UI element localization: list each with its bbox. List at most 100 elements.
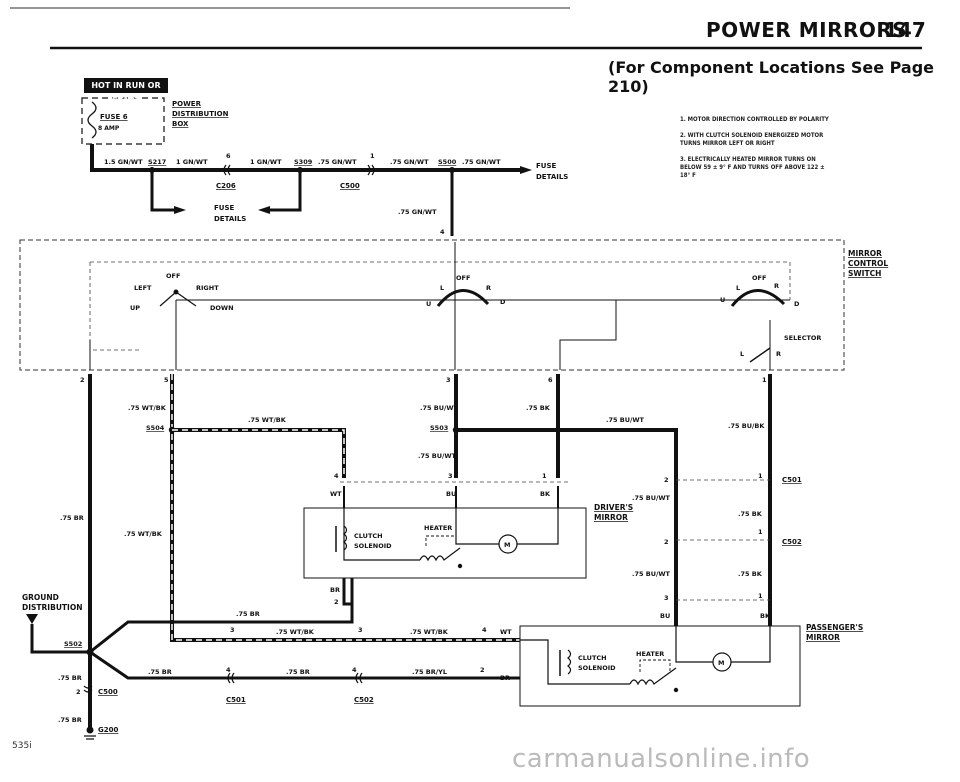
fuse-box: [81, 97, 165, 145]
switch-right-u: U: [720, 296, 725, 304]
fuse-label: FUSE 6: [100, 113, 128, 121]
wire-75gnwt-c: .75 GN/WT: [462, 158, 501, 166]
switch-left-right: RIGHT: [196, 284, 219, 292]
c501-label-right: C501: [782, 476, 802, 484]
power-feed: [90, 144, 520, 172]
splice-s504: S504: [146, 424, 165, 432]
mirror-control-label-2: CONTROL: [848, 259, 888, 268]
driver-pin-4: 4: [334, 472, 339, 480]
switch-mid-r: R: [486, 284, 491, 292]
wire-1gnwt-b: 1 GN/WT: [250, 158, 282, 166]
switch-right-l: L: [736, 284, 740, 292]
lower-wire-wt: WT: [500, 628, 512, 636]
c500-label-bottom: C500: [98, 688, 118, 696]
passenger-mirror-box: [519, 625, 801, 707]
switch-right-d: D: [794, 300, 800, 308]
pass-wire-bu: BU: [660, 612, 670, 620]
connector-c500-bottom: [83, 685, 93, 693]
watermark: carmanualsonline.info: [512, 744, 811, 774]
fuse-details-1: FUSE: [214, 204, 235, 212]
lower-pin-4c: 4: [352, 666, 357, 674]
wire-75br-c: .75 BR: [148, 668, 172, 676]
lower-pin-3a: 3: [230, 626, 235, 634]
fuse-details-r2: DETAILS: [536, 173, 568, 181]
fuse-details-arrow-left-b: [258, 206, 270, 214]
wire-wtbk-to-driver: [172, 428, 346, 478]
wire-75gnwt-a: .75 GN/WT: [318, 158, 357, 166]
switch-left-off: OFF: [166, 272, 180, 280]
ground-g200-dot: [86, 726, 94, 734]
switch-mid-u: U: [426, 300, 431, 308]
switch-mid-d: D: [500, 298, 506, 306]
power-dist-label-3: BOX: [172, 120, 189, 128]
wire-wtbk-to-driver-inner: [172, 429, 345, 478]
wire-75wtbk-a: .75 WT/BK: [128, 404, 167, 412]
wire-75wtbk-c: .75 WT/BK: [124, 530, 163, 538]
pin-6-c206: 6: [226, 152, 231, 160]
driver-clutch-label-1: CLUTCH: [354, 532, 383, 540]
splice-s217: S217: [148, 158, 166, 166]
connector-c206-label: C206: [216, 182, 236, 190]
driver-br-pin: 2: [334, 598, 339, 606]
fuse-amp-label: 8 AMP: [98, 125, 120, 132]
switch-pin-6: 6: [548, 376, 553, 384]
pass-pin-2a: 2: [664, 476, 669, 484]
driver-wire-wt: WT: [330, 490, 342, 498]
wire-1gnwt-a: 1 GN/WT: [176, 158, 208, 166]
switch-drops: [89, 300, 771, 370]
fuse-symbol: [87, 101, 97, 139]
switch-pin-2: 2: [80, 376, 85, 384]
power-dist-label-1: POWER: [172, 100, 202, 108]
wire-75buwt-e: .75 BU/WT: [632, 570, 671, 578]
pass-heater-label: HEATER: [636, 650, 664, 658]
switch-mid-arm: [436, 289, 490, 307]
pass-mirror-wiring: [520, 626, 771, 686]
selector-label: SELECTOR: [784, 334, 821, 342]
driver-mirror-box: [303, 507, 587, 579]
switch-right-off: OFF: [752, 274, 766, 282]
ground-symbol: [84, 735, 96, 740]
driver-clutch-coil: [343, 525, 348, 551]
mirror-control-switch-box: [19, 239, 845, 371]
c501-label-bottom: C501: [226, 696, 246, 704]
pass-clutch-coil: [567, 649, 572, 675]
wire-75buwt-a: .75 BU/WT: [420, 404, 459, 412]
wire-75br-f: .75 BR: [58, 716, 82, 724]
pass-clutch-label-1: CLUTCH: [578, 654, 607, 662]
pass-wire-bk: BK: [760, 612, 771, 620]
page-subtitle: (For Component Locations See Page 210): [608, 58, 935, 96]
wire-wtbk-main: [170, 374, 520, 642]
power-dist-label-2: DISTRIBUTION: [172, 110, 229, 118]
lower-wire-br: BR: [500, 674, 510, 682]
page-number: 147: [884, 18, 926, 42]
switch-right-arm: [730, 289, 786, 307]
lower-pin-4b: 4: [226, 666, 231, 674]
fuse-details-arrow-right: [520, 166, 532, 174]
wire-75br-a: .75 BR: [60, 514, 84, 522]
note-3: 3. ELECTRICALLY HEATED MIRROR TURNS ON B…: [680, 156, 825, 179]
lower-pin-4a: 4: [482, 626, 487, 634]
wire-75buwt-c: .75 BU/WT: [606, 416, 645, 424]
driver-wire-bk: BK: [540, 490, 551, 498]
pass-clutch-label-2: SOLENOID: [578, 664, 616, 672]
selector-r: R: [776, 350, 781, 358]
mirror-control-label-1: MIRROR: [848, 249, 882, 258]
wire-75bk-a: .75 BK: [526, 404, 551, 412]
driver-thermo-dot: [457, 563, 463, 569]
connector-c500-label: C500: [340, 182, 360, 190]
note-1: 1. MOTOR DIRECTION CONTROLLED BY POLARIT…: [680, 116, 829, 123]
ground-g200-label: G200: [98, 726, 118, 734]
switch-pin-5: 5: [164, 376, 169, 384]
model-label: 535i: [12, 741, 32, 751]
splice-s309: S309: [294, 158, 313, 166]
pass-wires-col: [674, 478, 772, 626]
selector-l: L: [740, 350, 744, 358]
pass-pin-1a: 1: [758, 472, 763, 480]
connector-c206: [223, 164, 231, 176]
ground-dist-label-2: DISTRIBUTION: [22, 603, 82, 612]
wire-75br-b: .75 BR: [236, 610, 260, 618]
wire-75wtbk-b: .75 WT/BK: [248, 416, 287, 424]
note-2: 2. WITH CLUTCH SOLENOID ENERGIZED MOTOR …: [680, 132, 824, 147]
wire-75br-e: .75 BR: [58, 674, 82, 682]
wire-buwt-to-pass: [456, 428, 678, 478]
